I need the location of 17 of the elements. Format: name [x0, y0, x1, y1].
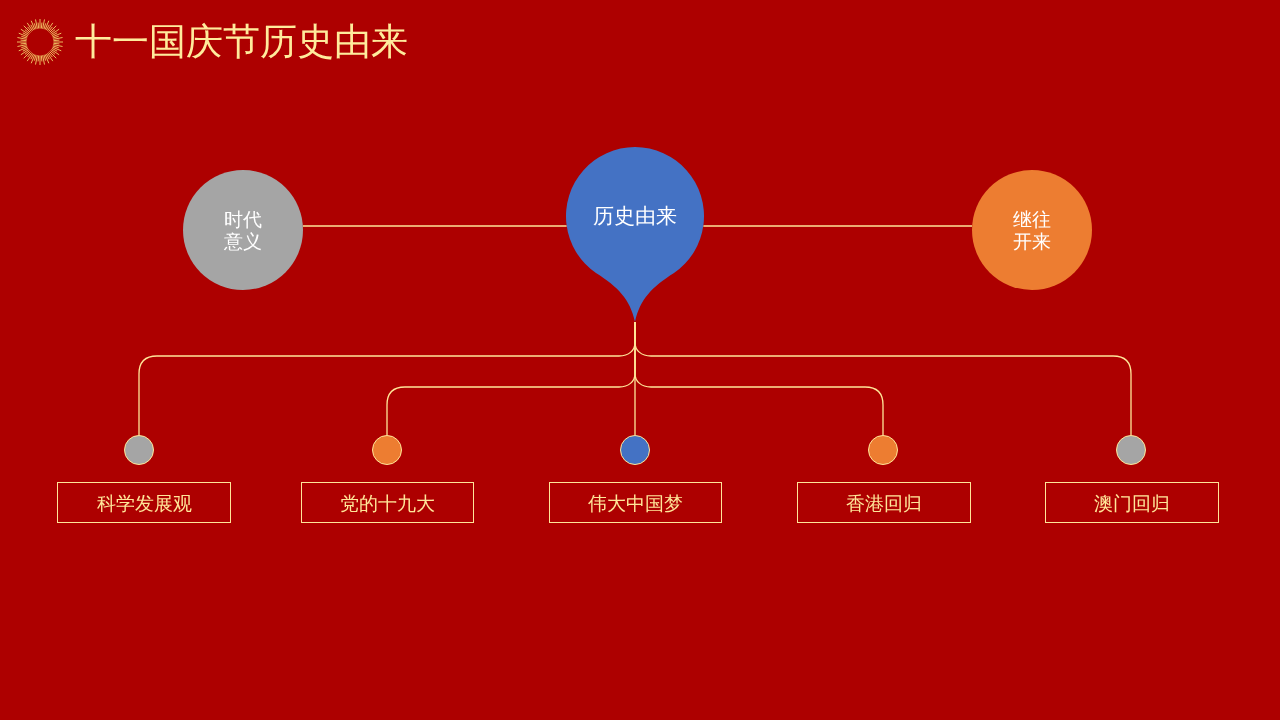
- dot-marker: [372, 435, 402, 465]
- dot-marker: [1116, 435, 1146, 465]
- label-box: 香港回归: [797, 482, 971, 523]
- dot-marker: [868, 435, 898, 465]
- connector-line: [302, 225, 568, 227]
- title: 十一国庆节历史由来: [75, 19, 408, 65]
- label-box: 澳门回归: [1045, 482, 1219, 523]
- label-box: 伟大中国梦: [549, 482, 722, 523]
- circle-node: 继往开来: [972, 170, 1092, 290]
- connector-line: [138, 321, 1132, 436]
- dot-marker: [124, 435, 154, 465]
- dot-marker: [620, 435, 650, 465]
- pin-marker: 历史由来: [566, 147, 704, 322]
- circle-node: 时代意义: [183, 170, 303, 290]
- label-box: 党的十九大: [301, 482, 474, 523]
- connector-line: [702, 225, 973, 227]
- label-box: 科学发展观: [57, 482, 231, 523]
